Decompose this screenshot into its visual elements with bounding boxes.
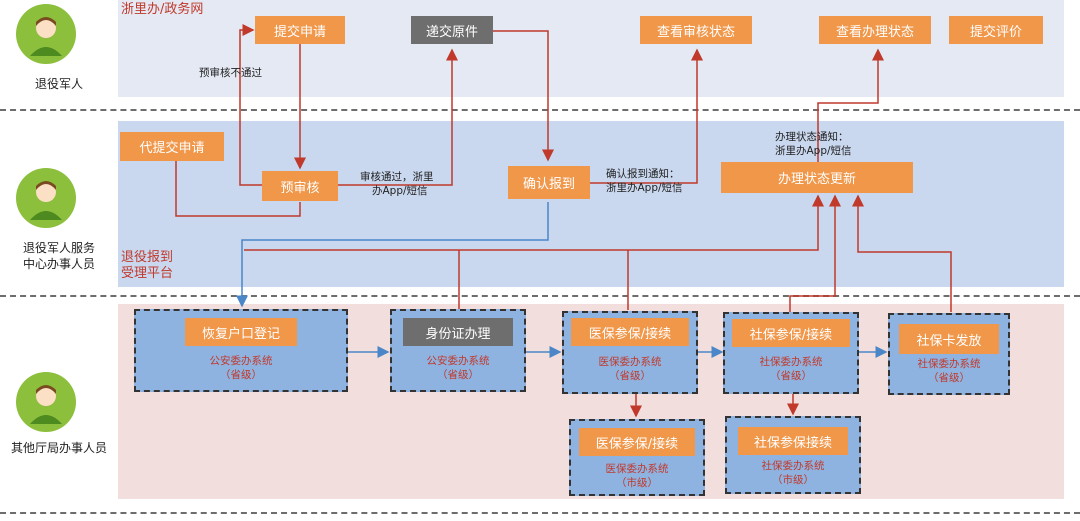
- system-title: 医保参保/接续: [571, 318, 689, 346]
- system-name: 公安委办系统: [426, 355, 490, 367]
- system-title: 社保参保接续: [738, 427, 848, 455]
- system-medical-insurance-province: 医保参保/接续 医保委办系统 （省级）: [562, 311, 698, 394]
- system-title: 社保卡发放: [899, 324, 999, 354]
- note-confirm-notice-2: 浙里办App/短信: [606, 182, 683, 194]
- lane-title-platform-1: 退役报到: [121, 250, 174, 265]
- node-proxy-submit: 代提交申请: [120, 132, 224, 161]
- node-status-update: 办理状态更新: [721, 162, 913, 193]
- system-name: 医保委办系统: [598, 356, 662, 368]
- system-name: 社保委办系统: [917, 358, 981, 370]
- node-submit-review: 提交评价: [949, 16, 1043, 44]
- veteran-avatar-icon: [16, 4, 76, 64]
- system-level: （市级）: [616, 477, 658, 489]
- actor-center-staff-2: 中心办事人员: [22, 257, 95, 271]
- note-status-notice-1: 办理状态通知：: [775, 131, 849, 143]
- system-name: 公安委办系统: [209, 355, 273, 367]
- node-confirm-report: 确认报到: [508, 166, 590, 199]
- lane-divider: [0, 512, 1080, 514]
- actor-other-dept-staff: 其他厅局办事人员: [10, 441, 107, 455]
- actor-veteran: 退役军人: [34, 77, 83, 91]
- lane-title-portal: 浙里办/政务网: [121, 2, 204, 17]
- system-name: 社保委办系统: [761, 460, 825, 472]
- system-id-card: 身份证办理 公安委办系统 （省级）: [390, 309, 526, 392]
- system-level: （省级）: [609, 370, 651, 382]
- system-level: （省级）: [928, 372, 970, 384]
- system-level: （市级）: [772, 474, 814, 486]
- actor-center-staff-1: 退役军人服务: [22, 241, 95, 255]
- system-medical-insurance-city: 医保参保/接续 医保委办系统 （市级）: [569, 419, 705, 496]
- center-staff-avatar-icon: [16, 168, 76, 228]
- dept-staff-avatar-icon: [16, 372, 76, 432]
- node-check-review-status: 查看审核状态: [640, 16, 752, 44]
- note-confirm-notice-1: 确认报到通知：: [606, 168, 680, 180]
- system-level: （省级）: [437, 369, 479, 381]
- node-submit-original-docs: 递交原件: [411, 16, 493, 44]
- system-level: （省级）: [220, 369, 262, 381]
- system-title: 恢复户口登记: [185, 318, 297, 346]
- system-level: （省级）: [770, 370, 812, 382]
- note-status-notice-2: 浙里办App/短信: [775, 145, 852, 157]
- note-review-passed-1: 审核通过，浙里: [360, 171, 434, 183]
- lane-title-platform-2: 受理平台: [121, 266, 174, 281]
- system-social-insurance-province: 社保参保/接续 社保委办系统 （省级）: [723, 312, 859, 394]
- lane-acceptance-platform: [118, 121, 1064, 287]
- node-check-process-status: 查看办理状态: [819, 16, 931, 44]
- system-title: 社保参保/接续: [732, 319, 850, 347]
- note-review-passed-2: 办App/短信: [372, 185, 428, 197]
- system-name: 医保委办系统: [605, 463, 669, 475]
- lane-divider: [0, 109, 1080, 111]
- system-social-insurance-city: 社保参保接续 社保委办系统 （市级）: [725, 416, 861, 494]
- node-submit-application: 提交申请: [255, 16, 345, 44]
- system-title: 身份证办理: [403, 318, 513, 346]
- system-name: 社保委办系统: [759, 356, 823, 368]
- system-social-security-card: 社保卡发放 社保委办系统 （省级）: [888, 313, 1010, 395]
- note-pre-review-rejected: 预审核不通过: [199, 67, 262, 79]
- lane-divider: [0, 295, 1080, 297]
- node-pre-review: 预审核: [262, 171, 338, 201]
- system-household-registration: 恢复户口登记 公安委办系统 （省级）: [134, 309, 348, 392]
- system-title: 医保参保/接续: [579, 428, 695, 456]
